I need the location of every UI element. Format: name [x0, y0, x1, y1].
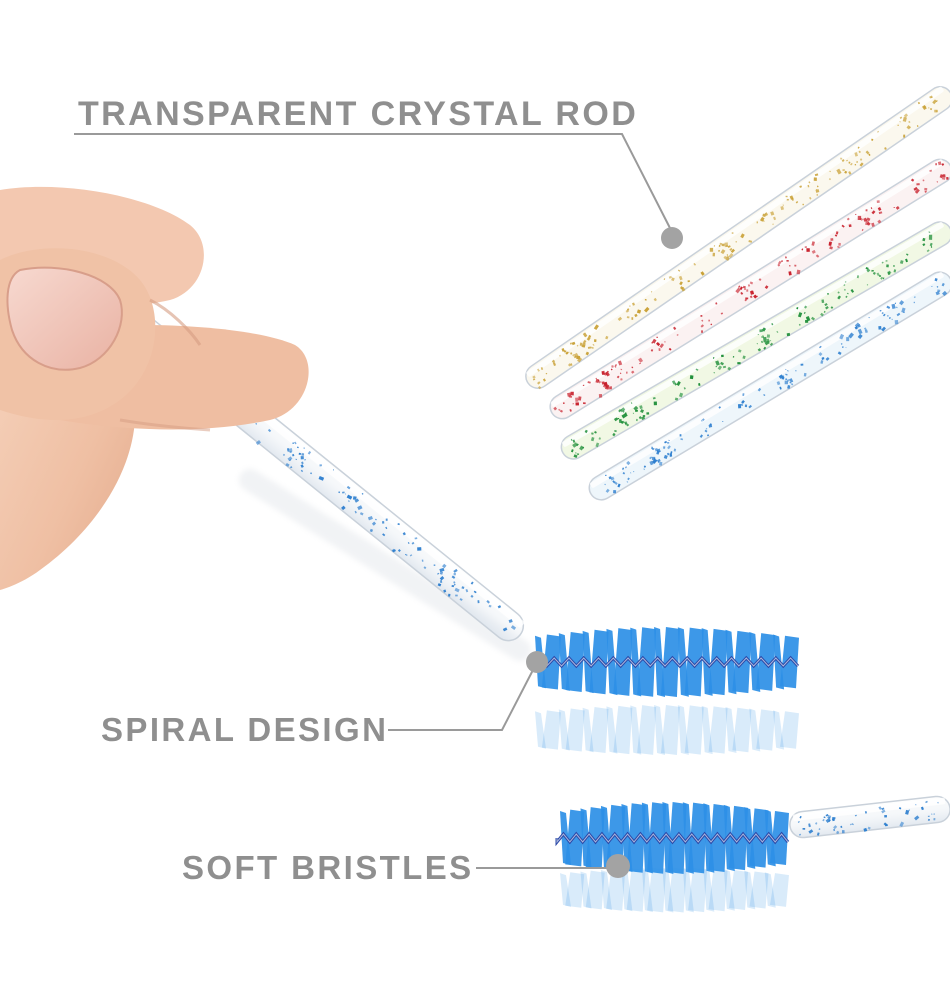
crystal-rod-green: [560, 221, 950, 460]
callout-soft-bristles: SOFT BRISTLES: [182, 849, 474, 886]
rod-leader-line: [74, 133, 673, 233]
spiral-leader-line: [388, 667, 535, 731]
soft-leader-dot: [606, 854, 630, 878]
crystal-rod-red: [549, 158, 950, 420]
spiral-brush-reflection: [535, 705, 799, 755]
lower-brush-rod: [789, 795, 950, 839]
lower-mascara-brush: [555, 795, 950, 913]
rod-leader-dot: [661, 227, 683, 249]
soft-brush-head: [555, 802, 790, 874]
crystal-rod-gold: [525, 86, 950, 390]
crystal-rod-stack: [525, 86, 950, 501]
callout-leaders: [74, 133, 683, 878]
spiral-brush-head: [530, 627, 800, 697]
callout-spiral-design: SPIRAL DESIGN: [101, 711, 389, 748]
crystal-rod-blue: [588, 271, 950, 501]
soft-brush-reflection: [560, 867, 789, 913]
callout-transparent-crystal-rod: TRANSPARENT CRYSTAL ROD: [78, 95, 639, 133]
hand-holding-wand: [0, 186, 309, 590]
spiral-leader-dot: [526, 651, 548, 673]
